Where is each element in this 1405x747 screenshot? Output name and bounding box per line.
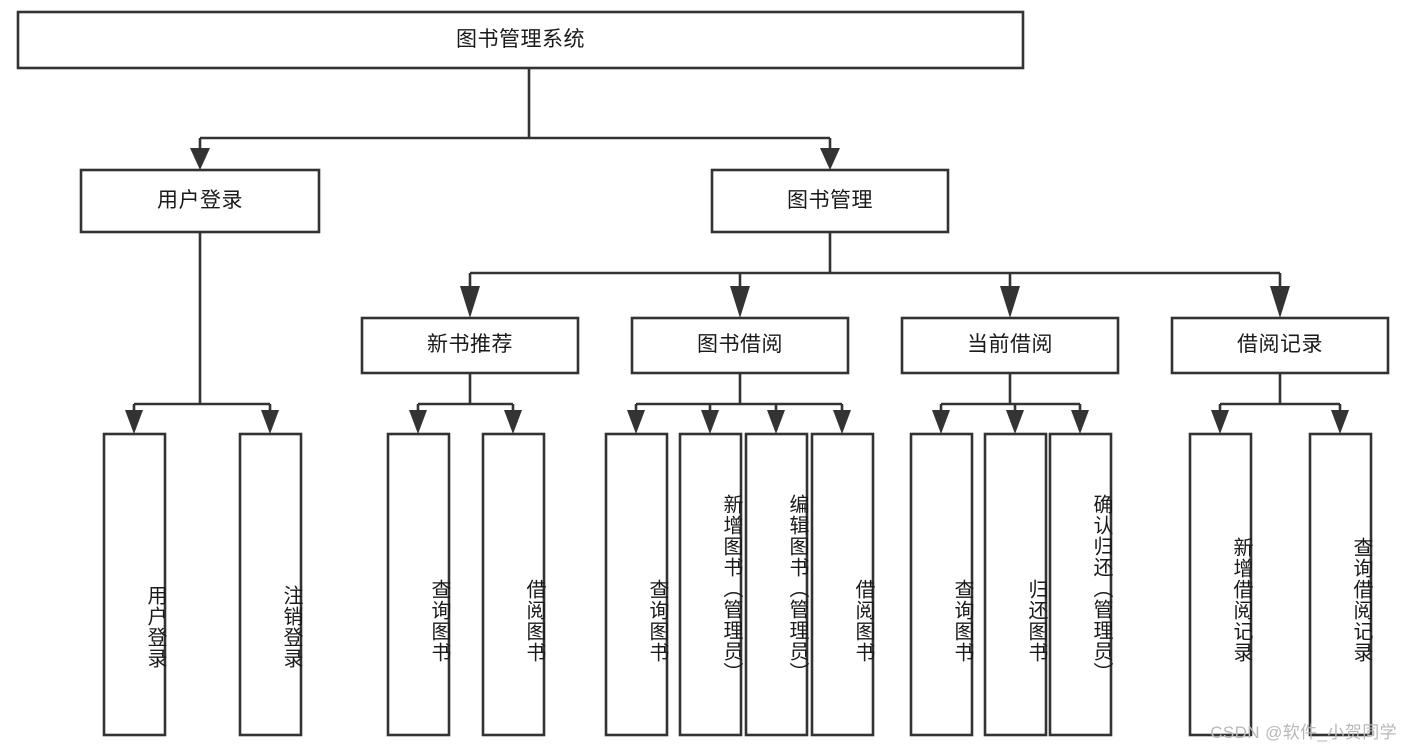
arrow-head-leaf-add-book-admin — [701, 410, 719, 434]
arrow-head-leaf-user-logout — [261, 410, 279, 434]
node-user-login[interactable] — [81, 170, 319, 232]
node-box-leaf-query-book-current[interactable] — [909, 432, 974, 737]
node-box-book-borrow[interactable] — [630, 316, 850, 375]
node-box-leaf-borrow-book[interactable] — [810, 432, 875, 737]
node-box-borrow-record[interactable] — [1170, 316, 1390, 375]
arrow-head-user-login — [190, 148, 210, 170]
node-box-leaf-add-book-admin[interactable] — [678, 432, 743, 737]
arrow-head-leaf-add-borrow-record — [1211, 410, 1229, 434]
watermark-text: CSDN @软件_小贺同学 — [1210, 723, 1397, 742]
arrow-head-leaf-query-book-borrow — [627, 410, 645, 434]
arrow-head-borrow-record — [1270, 286, 1290, 318]
node-box-leaf-confirm-return-admin[interactable] — [1048, 432, 1113, 737]
arrow-head-current-borrow — [1000, 286, 1020, 318]
node-box-leaf-user-login[interactable] — [102, 432, 167, 737]
arrow-head-book-manage — [820, 148, 840, 170]
arrow-head-new-book-recommend — [460, 286, 480, 318]
arrow-head-leaf-return-book — [1006, 410, 1024, 434]
arrow-head-leaf-borrow-book — [833, 410, 851, 434]
node-box-leaf-query-borrow-record[interactable] — [1308, 432, 1373, 737]
node-box-leaf-edit-book-admin[interactable] — [744, 432, 809, 737]
arrow-head-book-borrow — [730, 286, 750, 318]
node-box-leaf-user-logout[interactable] — [238, 432, 303, 737]
arrow-head-leaf-confirm-return-admin — [1071, 410, 1089, 434]
arrow-head-leaf-edit-book-admin — [767, 410, 785, 434]
node-box-user-login[interactable] — [79, 168, 321, 234]
arrow-head-leaf-query-book-rec — [409, 410, 427, 434]
node-box-leaf-add-borrow-record[interactable] — [1188, 432, 1253, 737]
node-box-leaf-query-book-borrow[interactable] — [604, 432, 669, 737]
arrow-head-leaf-query-borrow-record — [1331, 410, 1349, 434]
arrow-head-leaf-user-login — [125, 410, 143, 434]
node-box-current-borrow[interactable] — [900, 316, 1120, 375]
arrow-head-leaf-borrow-book-rec — [504, 410, 522, 434]
node-book-manage[interactable] — [712, 170, 948, 232]
node-box-root[interactable] — [16, 10, 1025, 70]
node-root[interactable] — [18, 12, 1023, 68]
node-box-new-book-recommend[interactable] — [360, 316, 580, 375]
arrow-head-leaf-query-book-current — [932, 410, 950, 434]
node-box-leaf-return-book[interactable] — [983, 432, 1048, 737]
node-box-leaf-borrow-book-rec[interactable] — [481, 432, 546, 737]
node-box-leaf-query-book-rec[interactable] — [386, 432, 451, 737]
